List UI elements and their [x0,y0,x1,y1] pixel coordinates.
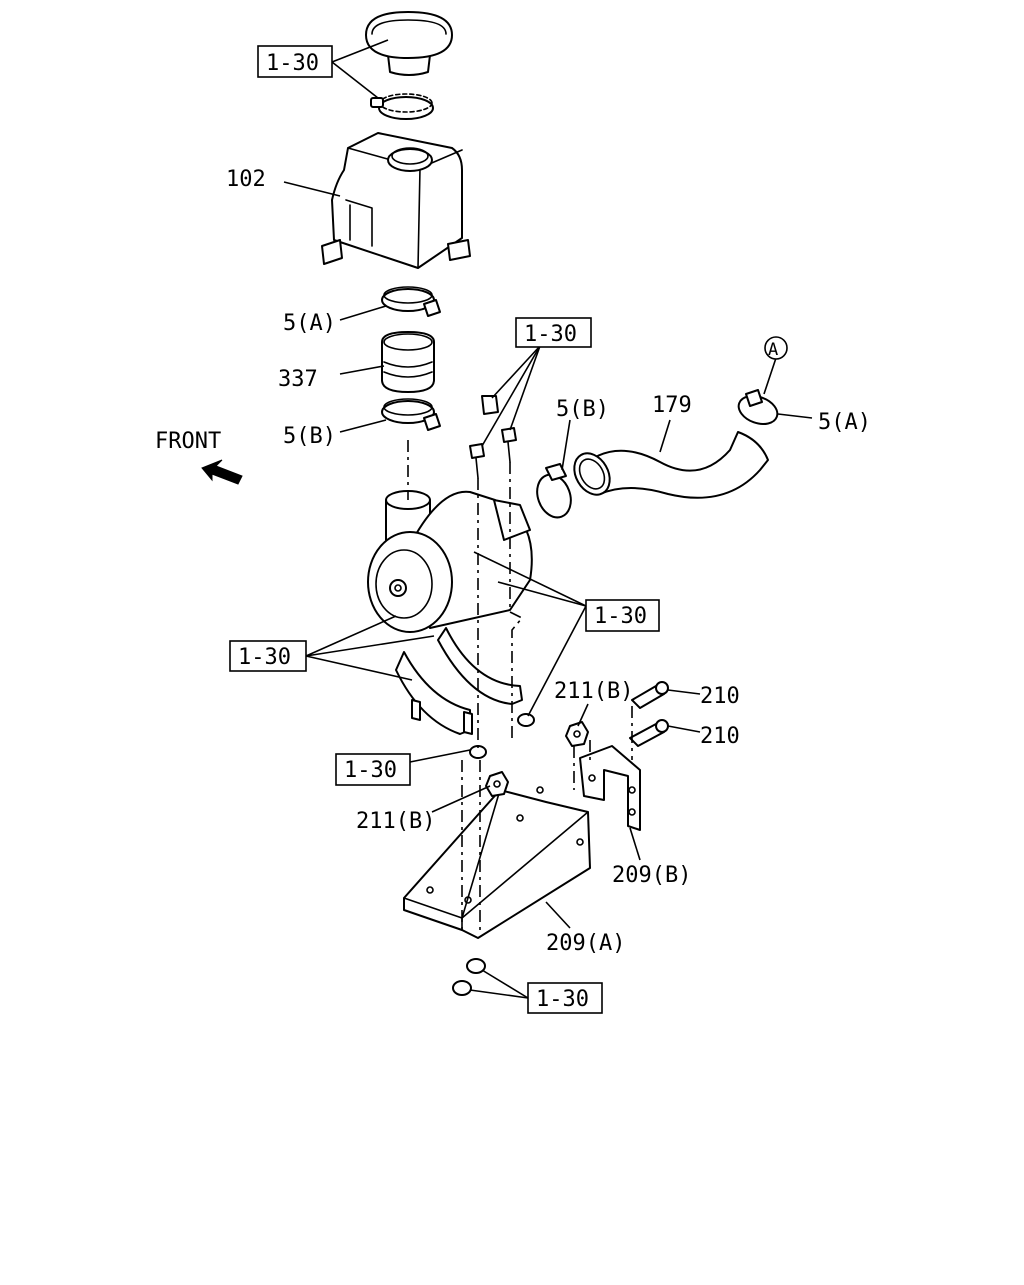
label-211b-lower: 211(B) [356,809,435,834]
label-209b: 209(B) [612,863,691,888]
label-5b-right: 5(B) [556,397,609,422]
pre-cleaner-102 [321,132,471,269]
reference-circle-a [764,336,788,360]
bolts-upper [469,395,517,479]
ref-label-1: 1-30 [266,51,319,76]
clamp-5a-right [737,389,779,426]
label-211b-upper: 211(B) [554,679,633,704]
ref-label-4: 1-30 [238,645,291,670]
air-cleaner-body [367,490,533,633]
bracket-209b [579,745,641,831]
reference-a-label: A [768,340,778,360]
mounting-bands [395,627,523,735]
label-210-lower: 210 [700,724,740,749]
label-337: 337 [278,367,318,392]
ref-label-2: 1-30 [524,322,577,347]
clamp-5b-right [536,463,572,519]
clamp-5a-left [381,286,441,317]
hose-179 [573,431,769,499]
front-arrow-icon [201,459,243,485]
nuts-lower [452,713,535,996]
ref-box-6 [527,982,603,1014]
nuts-211b [485,721,589,797]
assembly-lines [407,440,633,930]
label-5a-left: 5(A) [283,311,336,336]
label-5a-right: 5(A) [818,410,871,435]
ref-box-3 [585,599,660,632]
ref-box-1 [257,45,333,78]
air-cleaner-cap [365,11,453,76]
label-209a: 209(A) [546,931,625,956]
ref-label-3: 1-30 [594,604,647,629]
ref-label-5: 1-30 [344,758,397,783]
leader-lines [283,39,813,999]
clamp-5b-left [381,398,441,431]
bolts-210 [629,681,669,747]
ref-label-6: 1-30 [536,987,589,1012]
label-102: 102 [226,167,266,192]
label-5b-left: 5(B) [283,424,336,449]
hose-337 [381,331,435,393]
front-label: FRONT [155,429,221,454]
cap-clamp [370,93,434,120]
ref-box-2 [515,317,592,348]
ref-box-5 [335,753,411,786]
ref-box-4 [229,640,307,672]
label-179: 179 [652,393,692,418]
label-210-upper: 210 [700,684,740,709]
